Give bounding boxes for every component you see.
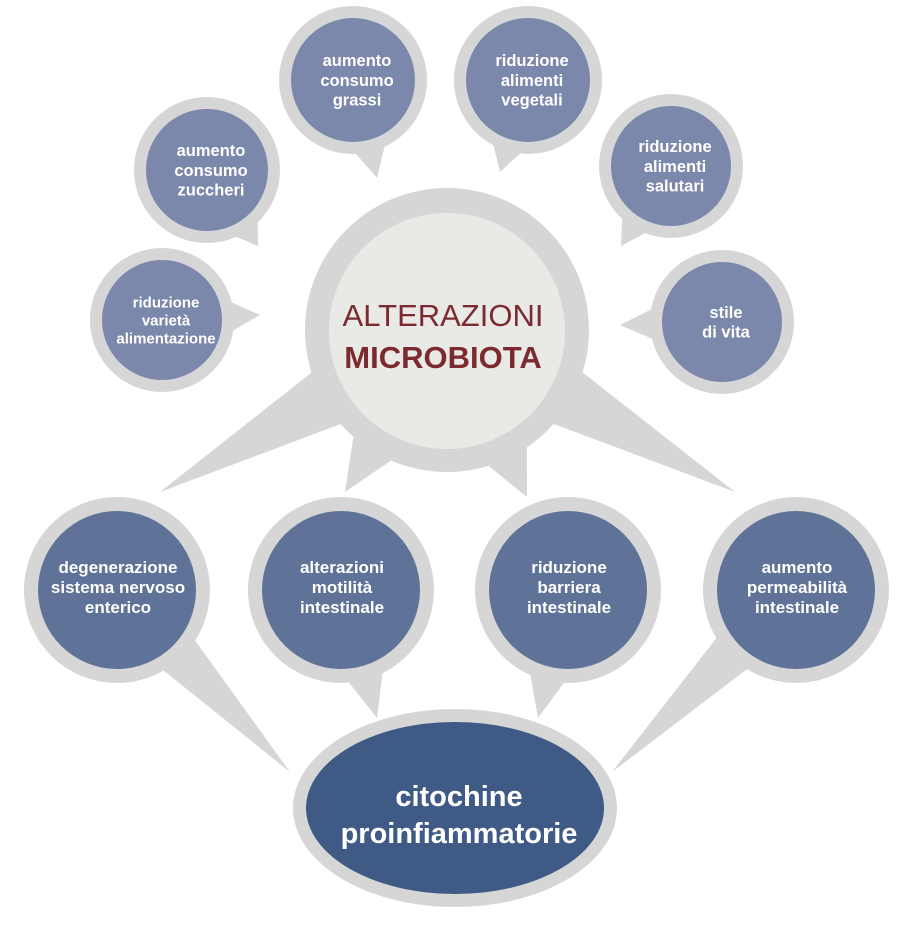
cause-label-line: alimentazione (116, 330, 215, 347)
cause-bubble: aumento consumo zuccheri (134, 97, 280, 243)
cause-bubble: riduzione alimenti vegetali (454, 6, 602, 154)
center-spike (531, 357, 735, 492)
cause-label-line: alimenti (644, 158, 706, 176)
effect-label-line: motilità (312, 578, 373, 597)
effect-bubble-circle (38, 511, 196, 669)
center-title-line2: MICROBIOTA (344, 340, 541, 375)
cause-label-line: riduzione (495, 52, 568, 70)
effect-bubble-tail (152, 629, 290, 772)
cause-bubble-circle (102, 260, 222, 380)
effect-label-line: intestinale (527, 598, 611, 617)
effect-label-line: intestinale (755, 598, 839, 617)
effect-label-line: permeabilità (747, 578, 848, 597)
cause-label-line: alimenti (501, 72, 563, 90)
effect-label-line: barriera (537, 578, 601, 597)
effect-label-line: riduzione (531, 558, 607, 577)
center-node: ALTERAZIONI MICROBIOTA (305, 188, 589, 472)
effect-bubble-circle (489, 511, 647, 669)
effect-label-line: sistema nervoso (51, 578, 185, 597)
outcome-line1: citochine (395, 781, 522, 813)
cause-label-line: aumento (323, 52, 392, 70)
cause-label-line: consumo (174, 162, 247, 180)
cause-label-line: varietà (142, 312, 191, 329)
cause-label-line: consumo (320, 72, 393, 90)
effect-label-line: intestinale (300, 598, 384, 617)
cause-label-line: vegetali (501, 92, 562, 110)
effect-bubble-circle (717, 511, 875, 669)
cause-bubble: aumento consumo grassi (279, 6, 427, 154)
effect-bubble-circle (262, 511, 420, 669)
cause-label-line: riduzione (638, 138, 711, 156)
cause-label-line: salutari (646, 178, 705, 196)
cause-label-line: stile (709, 304, 742, 322)
outcome-line2: proinfiammatorie (341, 818, 578, 850)
effect-bubble-tail (612, 626, 759, 772)
outcome-node: citochine proinfiammatorie (293, 709, 617, 907)
cause-bubble-circle (466, 18, 590, 142)
cause-label-line: zuccheri (178, 182, 245, 200)
cause-bubble-circle (611, 106, 731, 226)
cause-label-line: grassi (333, 92, 382, 110)
cause-bubble: riduzione alimenti salutari (599, 94, 743, 238)
cause-bubble-circle (291, 18, 415, 142)
center-title-line1: ALTERAZIONI (343, 298, 544, 333)
effect-label-line: alterazioni (300, 558, 384, 577)
effect-label-line: degenerazione (58, 558, 177, 577)
cause-bubble: stile di vita (650, 250, 794, 394)
cause-label-line: aumento (177, 142, 246, 160)
cause-label-line: riduzione (133, 294, 200, 311)
cause-label-line: di vita (702, 324, 751, 342)
center-circle (329, 213, 565, 449)
effect-label-line: aumento (762, 558, 833, 577)
outcome-ellipse (306, 722, 604, 894)
cause-bubble-circle (146, 109, 268, 231)
cause-bubble-circle (662, 262, 782, 382)
center-spike (160, 357, 363, 492)
effect-label-line: enterico (85, 598, 151, 617)
